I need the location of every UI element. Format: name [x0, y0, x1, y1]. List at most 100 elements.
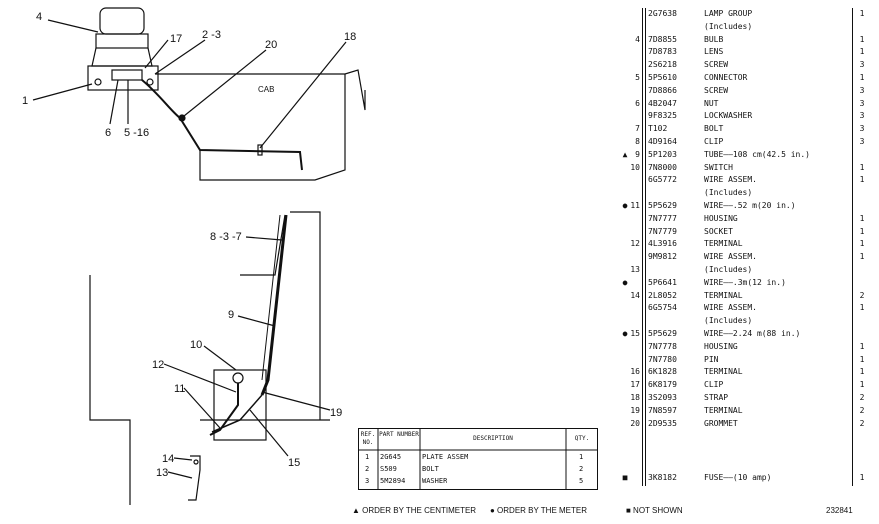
bolt-left — [94, 78, 102, 86]
plate-assem — [87, 65, 159, 91]
row-part-number: 7N7780 — [648, 354, 677, 364]
row-ref: 18 — [630, 393, 640, 402]
row-ref: 5 — [635, 73, 640, 82]
terminal-hole — [193, 459, 199, 465]
tube — [260, 214, 288, 396]
row-description: WIRE ASSEM. — [704, 303, 757, 313]
row-description: (Includes) — [704, 265, 753, 274]
row-description: CLIP — [704, 380, 724, 390]
row-description: HOUSING — [704, 341, 738, 351]
row-ref: 8 — [635, 137, 640, 146]
row-part-number: 4D9164 — [648, 137, 677, 146]
row-qty: 1 — [859, 226, 865, 236]
row-qty: 3 — [859, 137, 865, 146]
row-description: SWITCH — [704, 162, 733, 172]
callout-12: 12 — [152, 359, 164, 371]
row-ref: 4 — [635, 34, 640, 44]
callout-15: 15 — [288, 457, 300, 469]
leader-8-3-7 — [245, 236, 283, 241]
wire-assem — [211, 394, 263, 433]
row1-ref: 1 — [365, 453, 370, 461]
row-qty: 1 — [859, 162, 865, 172]
row3-qty: 5 — [579, 477, 584, 485]
parts-list-row: (Includes) — [620, 187, 870, 199]
row3-part: 5M2894 — [380, 477, 406, 485]
row-qty: 3 — [859, 111, 865, 121]
row-qty: 3 — [859, 124, 865, 134]
row-qty: 1 — [859, 367, 865, 377]
row-ref: 7 — [635, 124, 640, 134]
row3-ref: 3 — [365, 477, 370, 485]
row-qty: 2 — [859, 393, 865, 402]
row-ref: 10 — [630, 162, 640, 172]
header-desc: DESCRIPTION — [473, 435, 513, 442]
header-part: PART NUMBER — [379, 431, 419, 438]
leader-6 — [109, 79, 119, 125]
row-part-number: 4L3916 — [648, 239, 677, 249]
callout-6: 6 — [105, 127, 111, 139]
row-description: PIN — [704, 354, 719, 364]
row-qty: 1 — [859, 341, 865, 351]
row-part-number: 9M9812 — [648, 252, 677, 262]
row-description: TERMINAL — [704, 290, 743, 300]
page-number: 232841 — [826, 506, 853, 515]
callout-17: 17 — [170, 33, 182, 45]
row-part-number: 3K8182 — [648, 473, 677, 482]
row-ref: 9 — [635, 149, 640, 159]
row-description: (Includes) — [704, 316, 753, 326]
footer-meter-note: ● ORDER BY THE METER — [490, 506, 587, 515]
callout-2-3: 2 -3 — [202, 29, 221, 41]
row2-desc: BOLT — [422, 465, 439, 473]
row-part-number: 7N7779 — [648, 226, 677, 236]
leader-15 — [249, 409, 289, 457]
leader-20 — [183, 49, 267, 117]
leader-11 — [183, 387, 221, 429]
row-description: LAMP GROUP — [704, 9, 753, 18]
row2-part: S509 — [380, 465, 397, 473]
row-qty: 1 — [859, 252, 865, 262]
row-description: WIRE ASSEM. — [704, 252, 757, 262]
row1-qty: 1 — [579, 453, 584, 461]
row-part-number: 7N8597 — [648, 405, 677, 415]
row3-desc: WASHER — [422, 477, 448, 485]
callout-14: 14 — [162, 453, 174, 465]
callout-18: 18 — [344, 31, 356, 43]
terminal-bracket — [188, 455, 201, 501]
row-description: HOUSING — [704, 213, 738, 223]
row-description: WIRE——.3m(12 in.) — [704, 277, 786, 287]
parts-list-row: 8 4D9164 CLIP 3 — [620, 136, 870, 148]
table-grid — [358, 428, 598, 490]
row-qty: 2 — [859, 418, 865, 428]
row-part-number: 3S2093 — [648, 393, 677, 402]
pillar-edge — [240, 214, 286, 276]
row-description: (Includes) — [704, 21, 753, 31]
plate-parts-table: REF. NO. PART NUMBER DESCRIPTION QTY. 1 … — [358, 428, 598, 490]
row-part-number: 7N7778 — [648, 341, 677, 351]
row-mark: ● — [622, 201, 628, 210]
row-qty: 2 — [859, 290, 865, 300]
row-part-number: 5P5629 — [648, 201, 677, 210]
row-qty: 1 — [859, 73, 865, 82]
callout-10: 10 — [190, 339, 202, 351]
row-qty: 1 — [859, 9, 865, 18]
tube-inner — [261, 214, 281, 381]
row-ref: 16 — [630, 367, 640, 377]
row-part-number: 5P5629 — [648, 329, 677, 338]
row-part-number: 5P5610 — [648, 73, 677, 82]
row-description: WIRE——.52 m(20 in.) — [704, 201, 796, 210]
row-description: CLIP — [704, 137, 724, 146]
lamp-lens — [99, 7, 145, 35]
parts-list-row: 9M9812 WIRE ASSEM. 1 — [620, 251, 870, 263]
cab-side-line — [199, 74, 346, 181]
row-ref: 12 — [630, 239, 640, 249]
row-part-number: 5P6641 — [648, 277, 677, 287]
pillar-outer — [290, 211, 321, 420]
